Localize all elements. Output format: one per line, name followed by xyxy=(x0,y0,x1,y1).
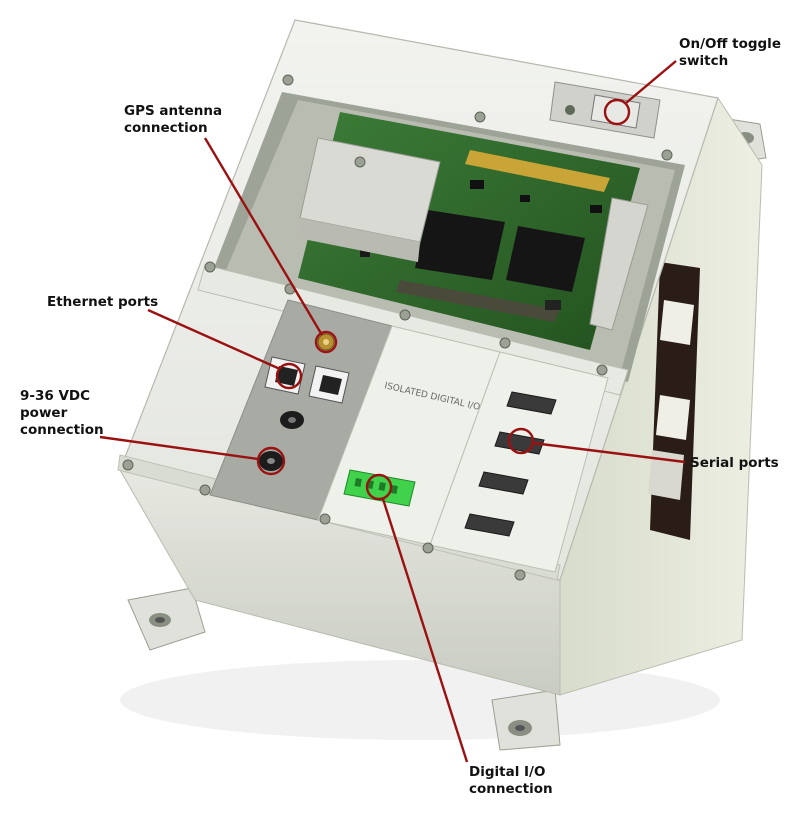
callout-digital-io-line2: connection xyxy=(469,781,553,797)
mounting-foot-left xyxy=(127,587,206,651)
power-barrel-jack xyxy=(259,411,304,471)
leader-serial xyxy=(532,441,686,464)
callout-ethernet-ports: Ethernet ports xyxy=(47,294,158,311)
callout-leaders xyxy=(99,60,686,763)
mounting-foot-right xyxy=(491,689,561,751)
callout-on-off-switch: On/Off toggle switch xyxy=(679,36,781,70)
leader-power xyxy=(99,435,259,461)
callout-power-line3: connection xyxy=(20,422,104,438)
serial-panel xyxy=(429,351,609,573)
panel-screws xyxy=(122,74,673,581)
serial-port-3 xyxy=(478,471,529,495)
callout-digital-io: Digital I/O connection xyxy=(469,764,553,798)
marker-on-off xyxy=(603,98,631,126)
toggle-switch-icon xyxy=(590,94,641,129)
callout-power-line2: power xyxy=(20,405,68,421)
callout-on-off-line1: On/Off toggle xyxy=(679,36,781,52)
callout-serial-ports: Serial ports xyxy=(690,455,779,472)
rating-label xyxy=(648,262,700,540)
serial-port-4 xyxy=(464,513,515,537)
ethernet-port-2 xyxy=(308,365,350,404)
digital-io-terminal-block xyxy=(343,469,416,507)
serial-port-1 xyxy=(506,391,557,415)
leader-gps xyxy=(203,137,324,336)
marker-power xyxy=(256,446,286,476)
leader-on-off xyxy=(625,60,677,104)
marker-ethernet xyxy=(275,362,303,390)
callout-power-connection: 9-36 VDC power connection xyxy=(20,388,104,439)
callout-gps-line2: connection xyxy=(124,120,208,136)
leader-ethernet xyxy=(147,308,281,371)
callout-power-line1: 9-36 VDC xyxy=(20,388,91,404)
leader-digital-io xyxy=(381,498,469,763)
callout-digital-io-line1: Digital I/O xyxy=(469,764,546,780)
processor-chip xyxy=(415,210,505,280)
marker-gps xyxy=(314,330,338,354)
memory-chip xyxy=(506,226,585,292)
marker-digital-io xyxy=(365,473,393,501)
marker-serial xyxy=(507,427,535,455)
callout-gps-line1: GPS antenna xyxy=(124,103,223,119)
callout-gps-antenna: GPS antenna connection xyxy=(124,103,222,137)
gps-antenna-connector xyxy=(317,333,335,351)
callout-serial-line1: Serial ports xyxy=(690,455,779,471)
callout-on-off-line2: switch xyxy=(679,53,729,69)
callout-ethernet-line1: Ethernet ports xyxy=(47,294,159,310)
open-compartment xyxy=(210,81,685,382)
digital-io-panel: ISOLATED DIGITAL I/O xyxy=(317,325,501,546)
